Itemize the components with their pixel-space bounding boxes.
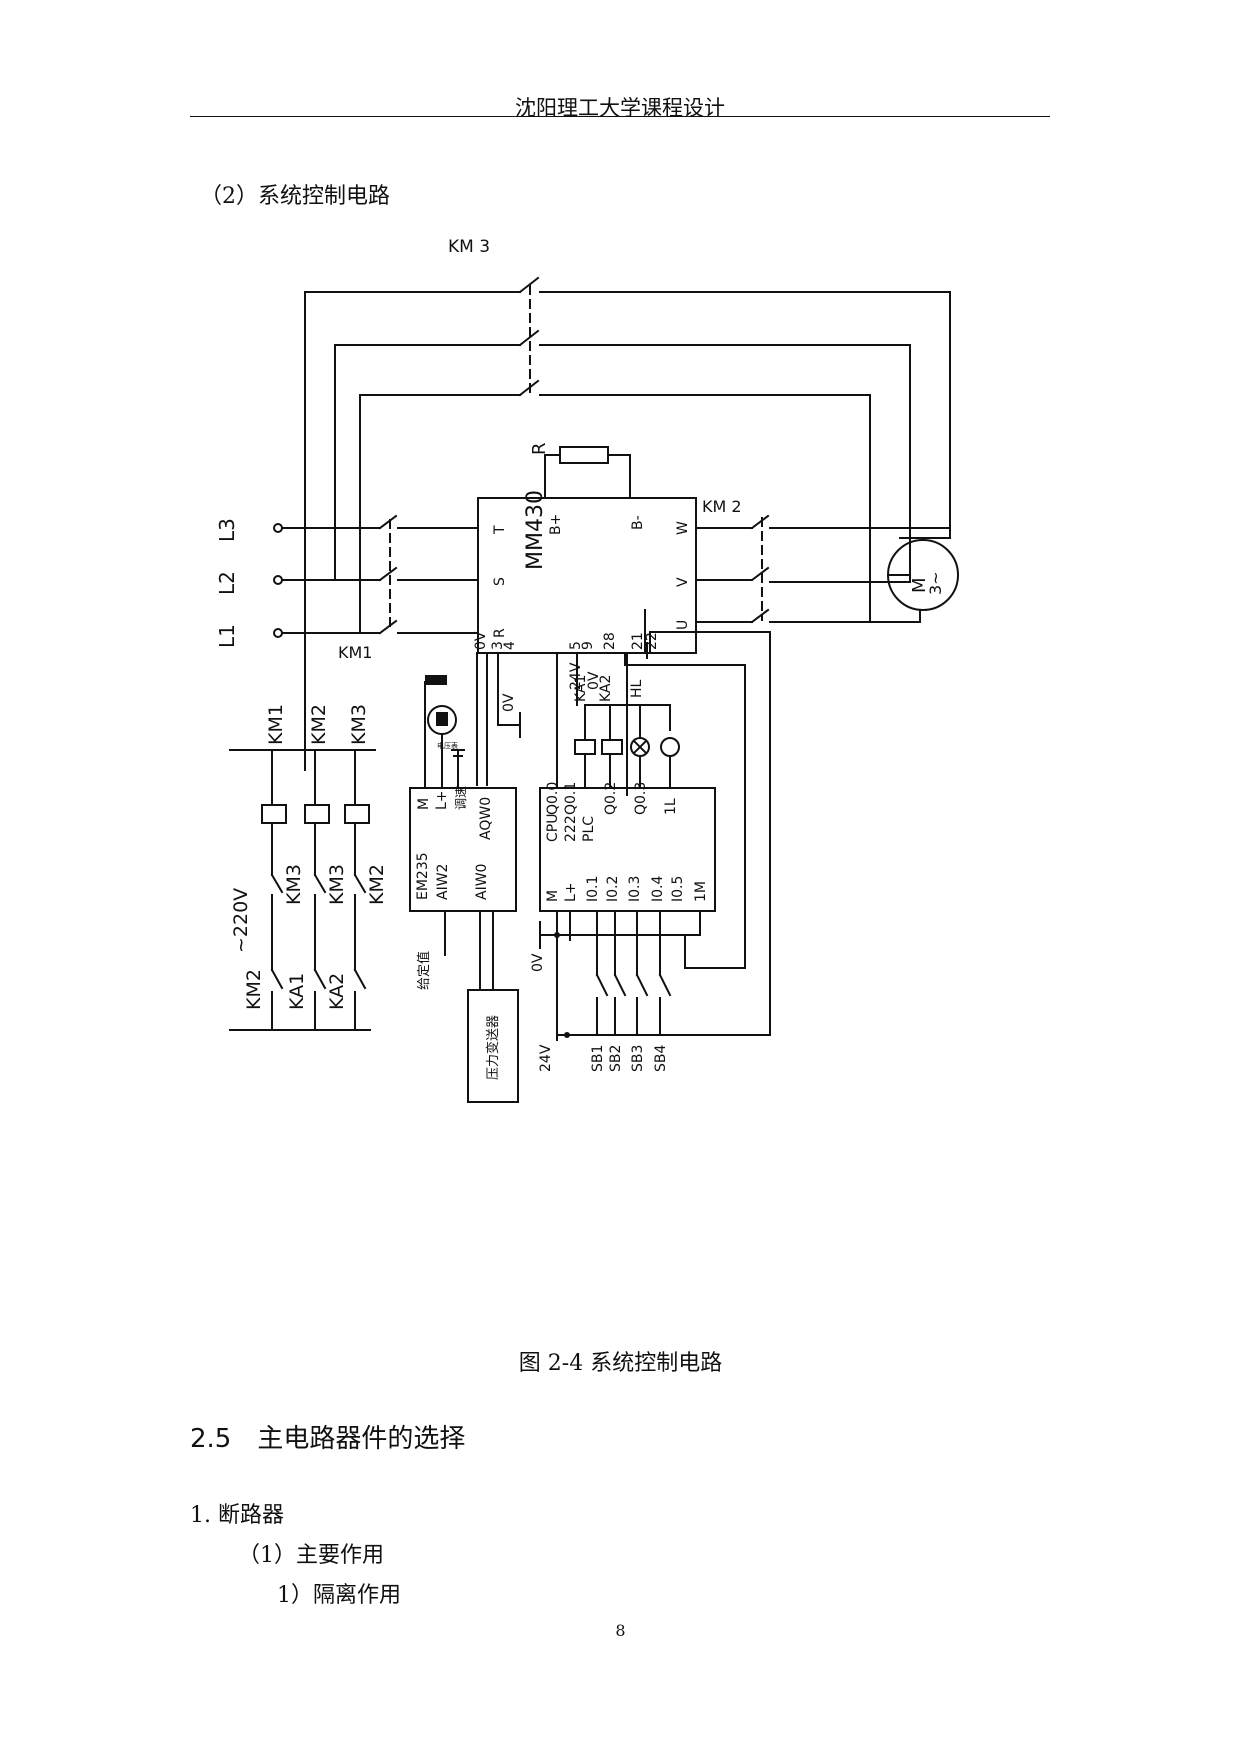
list-item: 1. 断路器	[190, 1503, 284, 1528]
figure-caption: 图 2-4 系统控制电路	[518, 1351, 723, 1376]
coil-km1-label: KM1	[265, 704, 287, 745]
u-terminal: U	[675, 620, 691, 630]
resistor-label: R	[529, 442, 550, 455]
m1-label: 1M	[693, 881, 709, 902]
em-lplus-label: L+	[434, 790, 450, 810]
pressure-sensor-label: 压力变送器	[485, 1015, 501, 1080]
four-terminal: 4	[502, 641, 518, 650]
cpu-label: CPU	[545, 814, 561, 842]
cpu-0v-label: 0V	[530, 953, 546, 972]
contact-km2-label: KM2	[366, 864, 388, 905]
section-number: 2.5	[190, 1424, 232, 1454]
i01-label: I0.1	[585, 876, 601, 902]
list-item: 1）隔离作用	[277, 1583, 401, 1608]
l1-label: L1	[215, 624, 239, 648]
cpu-m-label: M	[545, 890, 561, 902]
motor-m-label: M	[909, 577, 930, 593]
aiw2-label: AIW2	[435, 864, 451, 900]
plc-label: PLC	[581, 816, 597, 842]
sb1-label: SB1	[590, 1045, 606, 1072]
q02-label: Q0.2	[603, 782, 619, 815]
em-m-label: M	[416, 798, 432, 810]
contact-km3b-label: KM3	[326, 864, 348, 905]
ground-0v-label: 0V	[501, 693, 517, 712]
sb4-label: SB4	[653, 1045, 669, 1072]
em-tuning-label: 调速	[454, 786, 468, 810]
i05-label: I0.5	[670, 876, 686, 902]
running-header: 沈阳理工大学课程设计	[515, 96, 725, 120]
page-number: 8	[615, 1621, 626, 1640]
bottom-24v-label: 24V	[538, 1044, 554, 1072]
l3-label: L3	[215, 518, 239, 542]
em235-label: EM235	[415, 852, 431, 900]
out-24v-label: 24V	[568, 662, 584, 690]
aiw0-label: AIW0	[474, 864, 490, 900]
bplus-terminal: B+	[548, 514, 564, 535]
control-circuit-diagram: KM 3 KM 2 KM1 R L3 L2 L1 T S R B+ B- W V…	[215, 237, 959, 1103]
subsection-title: （2）系统控制电路	[200, 184, 390, 209]
contact-km3a-label: KM3	[283, 864, 305, 905]
km1-label: KM1	[338, 643, 372, 662]
twentytwo-terminal: 22	[644, 632, 660, 650]
em-aqw0-label: AQW0	[478, 797, 494, 840]
twentyeight-terminal: 28	[602, 632, 618, 650]
km3-label: KM 3	[448, 237, 490, 257]
s-terminal: S	[492, 577, 508, 586]
km2-label: KM 2	[702, 497, 742, 516]
bminus-terminal: B-	[630, 515, 646, 530]
coil-km2-label: KM2	[308, 704, 330, 745]
i03-label: I0.3	[627, 876, 643, 902]
header-rule	[190, 116, 1050, 117]
zero-v-terminal: 0V	[473, 631, 489, 650]
twentyone-terminal: 21	[630, 632, 646, 650]
three-terminal: 3	[490, 641, 506, 650]
c222-label: 222	[563, 815, 579, 842]
i04-label: I0.4	[650, 876, 666, 902]
v-terminal: V	[675, 577, 691, 587]
out-0v-label: 0V	[586, 671, 602, 690]
w-terminal: W	[675, 521, 691, 535]
hl-label: HL	[629, 679, 645, 698]
q00-label: Q0.0	[545, 782, 561, 815]
bottom-ka1-label: KA1	[286, 973, 308, 1010]
i02-label: I0.2	[605, 876, 621, 902]
section-heading: 2.5 主电路器件的选择	[190, 1418, 465, 1455]
cpu-lplus-label: L+	[563, 882, 579, 902]
bottom-ka2-label: KA2	[326, 973, 348, 1010]
q03-label: Q0.3	[633, 782, 649, 815]
l2-label: L2	[215, 571, 239, 595]
sb3-label: SB3	[630, 1045, 646, 1072]
meter-label: 电压表	[437, 741, 458, 750]
five-terminal: 5	[568, 641, 584, 650]
ka1-label: KA1	[573, 675, 589, 702]
list-item: （1）主要作用	[238, 1543, 384, 1568]
given-value-label: 给定值	[416, 951, 432, 990]
t-terminal: T	[492, 525, 508, 535]
coil-km3-label: KM3	[348, 704, 370, 745]
section-title: 主电路器件的选择	[257, 1424, 466, 1454]
voltage-220v-label: ~220V	[230, 888, 252, 953]
bottom-km2-label: KM2	[243, 969, 265, 1010]
q01-label: Q0.1	[563, 782, 579, 815]
sb2-label: SB2	[608, 1045, 624, 1072]
mm430-label: MM430	[523, 490, 548, 570]
r-terminal: R	[492, 628, 508, 638]
l1out-label: 1L	[663, 798, 679, 815]
ka2-label: KA2	[598, 675, 614, 702]
nine-terminal: 9	[580, 641, 596, 650]
motor-3-label: 3~	[926, 571, 945, 595]
